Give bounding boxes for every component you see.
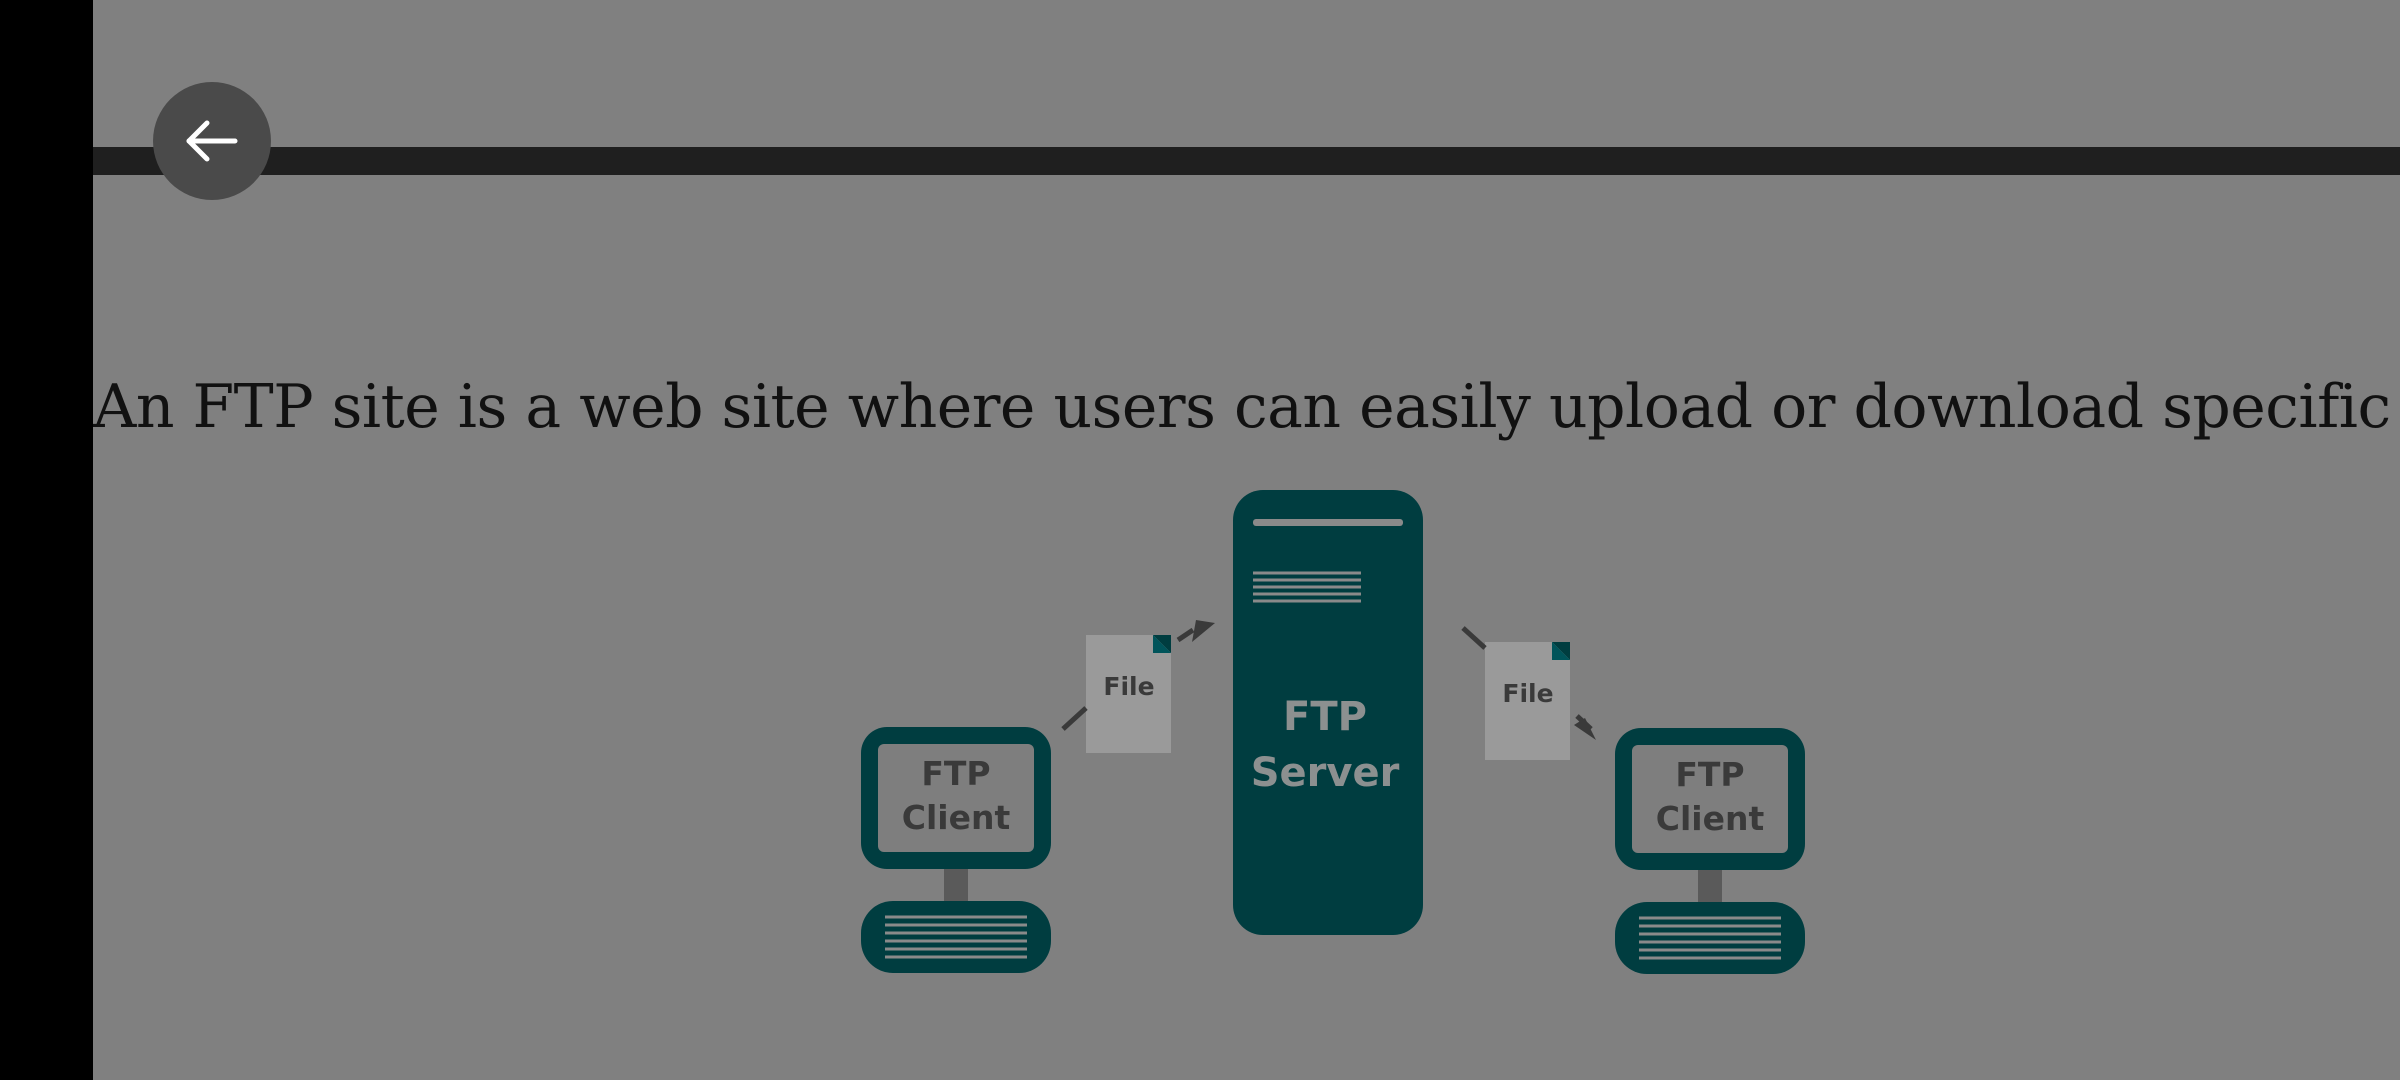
file-right-label: File — [1502, 679, 1553, 708]
client-left-stand — [944, 869, 968, 901]
arrow-right-download-head — [1574, 718, 1596, 740]
ftp-diagram: FTP Server FTP Client — [861, 490, 1805, 974]
client-right-label-line1: FTP — [1675, 755, 1744, 794]
client-right-label-line2: Client — [1656, 799, 1765, 838]
server-label-line2: Server — [1251, 750, 1400, 796]
file-right-paper — [1485, 642, 1570, 760]
client-right-stand — [1698, 870, 1722, 902]
file-left: File — [1086, 635, 1171, 753]
ftp-server: FTP Server — [1233, 490, 1423, 935]
arrow-left-upload — [1061, 620, 1215, 731]
ftp-client-left: FTP Client — [861, 727, 1051, 973]
client-left-label-line1: FTP — [921, 754, 990, 793]
arrow-right-download — [1461, 626, 1596, 740]
file-right-fold — [1552, 642, 1570, 660]
slide-viewer: An FTP site is a web site where users ca… — [93, 0, 2400, 1080]
server-top-slot — [1253, 519, 1403, 526]
arrow-left-upload-head — [1192, 620, 1215, 642]
client-right-keyboard-lines — [1639, 916, 1781, 960]
client-left-label-line2: Client — [902, 798, 1011, 837]
client-right-screen — [1632, 745, 1788, 853]
client-left-keyboard — [861, 901, 1051, 973]
slide-caption: An FTP site is a web site where users ca… — [93, 372, 2400, 442]
ftp-client-right: FTP Client — [1615, 728, 1805, 974]
toolbar-strip — [93, 147, 2400, 175]
file-left-fold — [1153, 635, 1171, 653]
back-button[interactable] — [153, 82, 271, 200]
client-left-keyboard-lines — [885, 915, 1027, 959]
client-right-keyboard — [1615, 902, 1805, 974]
left-system-bar — [0, 0, 93, 1080]
file-right: File — [1485, 642, 1570, 760]
server-label-line1: FTP — [1283, 694, 1367, 740]
arrow-left-icon — [186, 120, 238, 162]
server-vent-lines — [1253, 571, 1361, 603]
file-left-paper — [1086, 635, 1171, 753]
file-left-label: File — [1103, 672, 1154, 701]
client-left-screen — [878, 744, 1034, 852]
